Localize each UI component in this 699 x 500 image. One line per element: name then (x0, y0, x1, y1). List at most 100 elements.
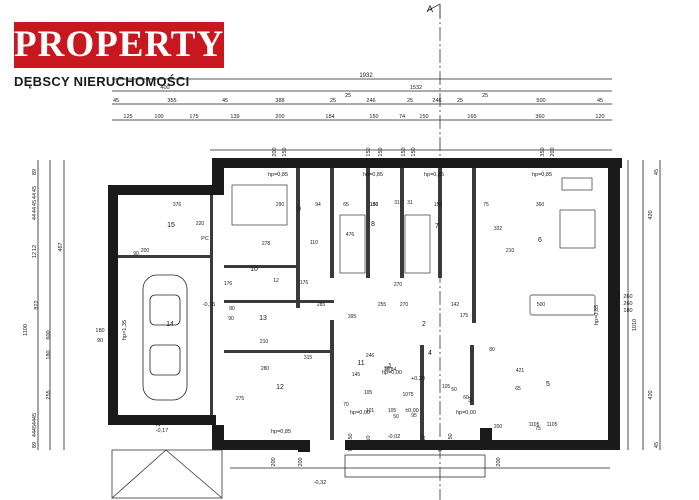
interior-dimension: 150 (434, 202, 443, 208)
top-row-2-dimension: 500 (536, 98, 545, 104)
left-side-dimension: 45 (32, 200, 38, 206)
left-side-dimension: 44 (32, 207, 38, 213)
interior-dimension: 101 (366, 408, 375, 414)
right-side-dimension: 1010 (632, 319, 638, 331)
top-row-2-dimension: 246 (432, 98, 441, 104)
interior-dimension: 95 (411, 413, 417, 419)
top-row-2-dimension: 246 (366, 98, 375, 104)
right-side-dimension: 420 (648, 210, 654, 219)
room-number: 15 (167, 222, 175, 229)
exterior-walls (108, 158, 622, 452)
top-row-2-dimension: 25 (330, 98, 336, 104)
left-side-dimension: 45 (32, 186, 38, 192)
top-row-3-dimension: 100 (154, 114, 163, 120)
interior-dimension: 50 (451, 387, 457, 393)
section-marker-label: A (427, 4, 433, 14)
top-row-3-dimension: 165 (467, 114, 476, 120)
left-side-dimension: 180 (95, 328, 104, 334)
top-row-1-dimension: 25 (345, 93, 351, 99)
interior-dimension: 12,84 (384, 367, 397, 373)
top-row-3-dimension: 120 (595, 114, 604, 120)
interior-dimension: 31 (394, 200, 400, 206)
interior-dimension: 315 (304, 355, 313, 361)
room-number: 2 (422, 321, 426, 328)
top-row-2-dimension: 45 (597, 98, 603, 104)
top-row-2-dimension: 45 (113, 98, 119, 104)
left-side-dimension: 255 (46, 390, 52, 399)
bottom-dimension: 200 (298, 457, 304, 466)
right-side-dimension: 260 (623, 294, 632, 300)
top-row-2-dimension: 45 (222, 98, 228, 104)
interior-dimension: 70 (343, 402, 349, 408)
top-row-3-dimension: 360 (535, 114, 544, 120)
left-side-dimension: 600 (46, 330, 52, 339)
interior-dimension: 246 (366, 353, 375, 359)
interior-dimension: 65 (343, 202, 349, 208)
plan-label: hp=1,35 (122, 320, 128, 340)
left-side-dimension: 44 (32, 214, 38, 220)
interior-dimension: 255 (378, 302, 387, 308)
wall-top-dimension: 150 (378, 147, 384, 156)
room-number: 8 (371, 221, 375, 228)
driveway (111, 449, 486, 499)
left-side-dimension: 12 (32, 245, 38, 251)
top-row-3-dimension: 150 (419, 114, 428, 120)
interior-dimension: 421 (516, 368, 525, 374)
interior-dimension: 176 (224, 281, 233, 287)
interior-dimension: 105 (388, 408, 397, 414)
interior-dimension: 200 (141, 248, 150, 254)
interior-dimension: 290 (276, 202, 285, 208)
level-mark: -0,17 (156, 428, 169, 434)
room-number: 9 (297, 206, 301, 213)
plan-label: hp=0,00 (456, 410, 476, 416)
brand-logo: PROPERTY DĘBSCY NIERUCHOMOŚCI (12, 22, 227, 90)
interior-dimension: 376 (173, 202, 182, 208)
interior-dimension: 270 (400, 302, 409, 308)
interior-dimension: 110 (310, 240, 318, 246)
interior-dimension: 50 (393, 414, 399, 420)
wall-top-dimension: 150 (411, 147, 417, 156)
room-number: 1 (388, 363, 392, 370)
interior-dimension: 220 (196, 221, 205, 227)
wall-top-dimension: 200 (272, 147, 278, 156)
room-number: 10 (250, 266, 258, 273)
bottom-dimension: 70 (438, 446, 444, 452)
interior-dimension: 476 (346, 232, 355, 238)
interior-dimension: 150 (370, 202, 379, 208)
room-number: 5 (546, 381, 550, 388)
left-side-dimension: 180 (46, 350, 52, 359)
overall-width-dimension: 1932 (359, 73, 373, 79)
right-side-dimension: 45 (654, 442, 660, 448)
bottom-dimension: 150 (348, 433, 354, 442)
bottom-dimension: 210 (421, 435, 427, 444)
room-number: 14 (166, 321, 174, 328)
right-side-dimension: 420 (648, 390, 654, 399)
car-icon (142, 274, 188, 401)
room-number: 12 (276, 384, 284, 391)
right-side-dimension: 260 (623, 301, 632, 307)
left-side-dimension: 45 (32, 425, 38, 431)
left-side-dimension: 90 (97, 338, 103, 344)
top-row-3-dimension: 74 (399, 114, 405, 120)
wall-top-dimension: 150 (401, 147, 407, 156)
interior-dimension: 280 (261, 366, 270, 372)
bottom-dimension: 200 (496, 457, 502, 466)
interior-dimension: 80 (489, 347, 495, 353)
interior-dimension: 500 (537, 302, 546, 308)
plan-label: hp=0,85 (594, 305, 600, 325)
room-number: 11 (357, 360, 364, 367)
interior-dimension: 60 (463, 395, 469, 401)
logo-subtitle: DĘBSCY NIERUCHOMOŚCI (14, 74, 190, 89)
right-side-dimension: 180 (623, 308, 632, 314)
bottom-dimension: 200 (271, 457, 277, 466)
top-row-3-dimension: 184 (325, 114, 334, 120)
bottom-dimension: 275 (156, 417, 162, 426)
room-number: 7 (435, 223, 439, 230)
top-row-2-dimension: 355 (167, 98, 176, 104)
interior-dimension: 94 (315, 202, 321, 208)
interior-dimension: 332 (494, 226, 503, 232)
level-mark: ±0,00 (405, 408, 419, 414)
top-row-3-dimension: 139 (230, 114, 239, 120)
left-side-dimension: 44 (32, 419, 38, 425)
bottom-dimension: 150 (448, 433, 454, 442)
